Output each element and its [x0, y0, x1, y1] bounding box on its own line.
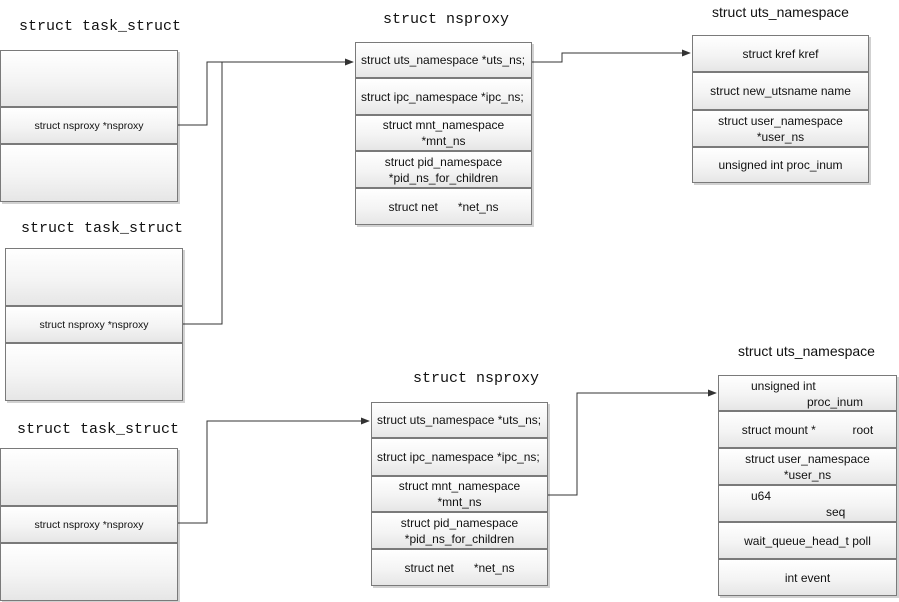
task-struct-empty-field: [0, 50, 178, 107]
user-ns-field: struct user_namespace *user_ns: [718, 448, 897, 485]
uts-namespace-title: struct uts_namespace: [712, 4, 849, 20]
nsproxy-title: struct nsproxy: [383, 11, 510, 28]
seq-field: u64 seq: [718, 485, 897, 522]
task-struct-title: struct task_struct: [21, 220, 184, 237]
pid-ns-field: struct pid_namespace *pid_ns_for_childre…: [371, 512, 548, 549]
event-field: int event: [718, 559, 897, 596]
pid-ns-field: struct pid_namespace *pid_ns_for_childre…: [355, 151, 532, 188]
arrow-task1-to-nsproxy: [178, 58, 354, 126]
task-struct-empty-field: [0, 144, 178, 202]
nsproxy-pointer-field: struct nsproxy *nsproxy: [5, 306, 183, 343]
kref-field: struct kref kref: [692, 35, 869, 72]
nsproxy-pointer-field: struct nsproxy *nsproxy: [0, 506, 178, 543]
mount-root-field: struct mount * root: [718, 411, 897, 448]
task-struct-empty-field: [0, 448, 178, 506]
task-struct-box: struct nsproxy *nsproxy: [0, 448, 178, 601]
net-ns-field: struct net *net_ns: [371, 549, 548, 586]
uts-namespace-box: unsigned int proc_inum struct mount * ro…: [718, 375, 897, 596]
uts-namespace-title: struct uts_namespace: [738, 343, 875, 359]
net-ns-field: struct net *net_ns: [355, 188, 532, 225]
ipc-ns-field: struct ipc_namespace *ipc_ns;: [371, 438, 548, 476]
wait-queue-field: wait_queue_head_t poll: [718, 522, 897, 559]
user-ns-field: struct user_namespace *user_ns: [692, 110, 869, 147]
mnt-ns-field: struct mnt_namespace *mnt_ns: [355, 115, 532, 151]
nsproxy-pointer-field: struct nsproxy *nsproxy: [0, 107, 178, 144]
nsproxy-box: struct uts_namespace *uts_ns; struct ipc…: [355, 42, 532, 225]
task-struct-empty-field: [5, 343, 183, 401]
task-struct-empty-field: [0, 543, 178, 601]
arrow-nsproxy-to-uts-top: [532, 49, 691, 63]
task-struct-title: struct task_struct: [17, 421, 180, 438]
proc-inum-field: unsigned int proc_inum: [718, 375, 897, 411]
nsproxy-box: struct uts_namespace *uts_ns; struct ipc…: [371, 402, 548, 586]
utsname-field: struct new_utsname name: [692, 72, 869, 110]
proc-inum-field: unsigned int proc_inum: [692, 147, 869, 183]
task-struct-box: struct nsproxy *nsproxy: [0, 50, 178, 202]
arrow-task3-to-nsproxy: [178, 417, 370, 524]
task-struct-title: struct task_struct: [19, 18, 182, 35]
task-struct-empty-field: [5, 248, 183, 306]
uts-namespace-box: struct kref kref struct new_utsname name…: [692, 35, 869, 183]
mnt-ns-field: struct mnt_namespace *mnt_ns: [371, 476, 548, 512]
ipc-ns-field: struct ipc_namespace *ipc_ns;: [355, 78, 532, 115]
arrow-mnt-to-uts-bottom: [548, 389, 717, 496]
arrow-task2-to-nsproxy: [183, 62, 223, 325]
nsproxy-title: struct nsproxy: [413, 370, 540, 387]
uts-ns-field: struct uts_namespace *uts_ns;: [355, 42, 532, 78]
task-struct-box: struct nsproxy *nsproxy: [5, 248, 183, 401]
uts-ns-field: struct uts_namespace *uts_ns;: [371, 402, 548, 438]
